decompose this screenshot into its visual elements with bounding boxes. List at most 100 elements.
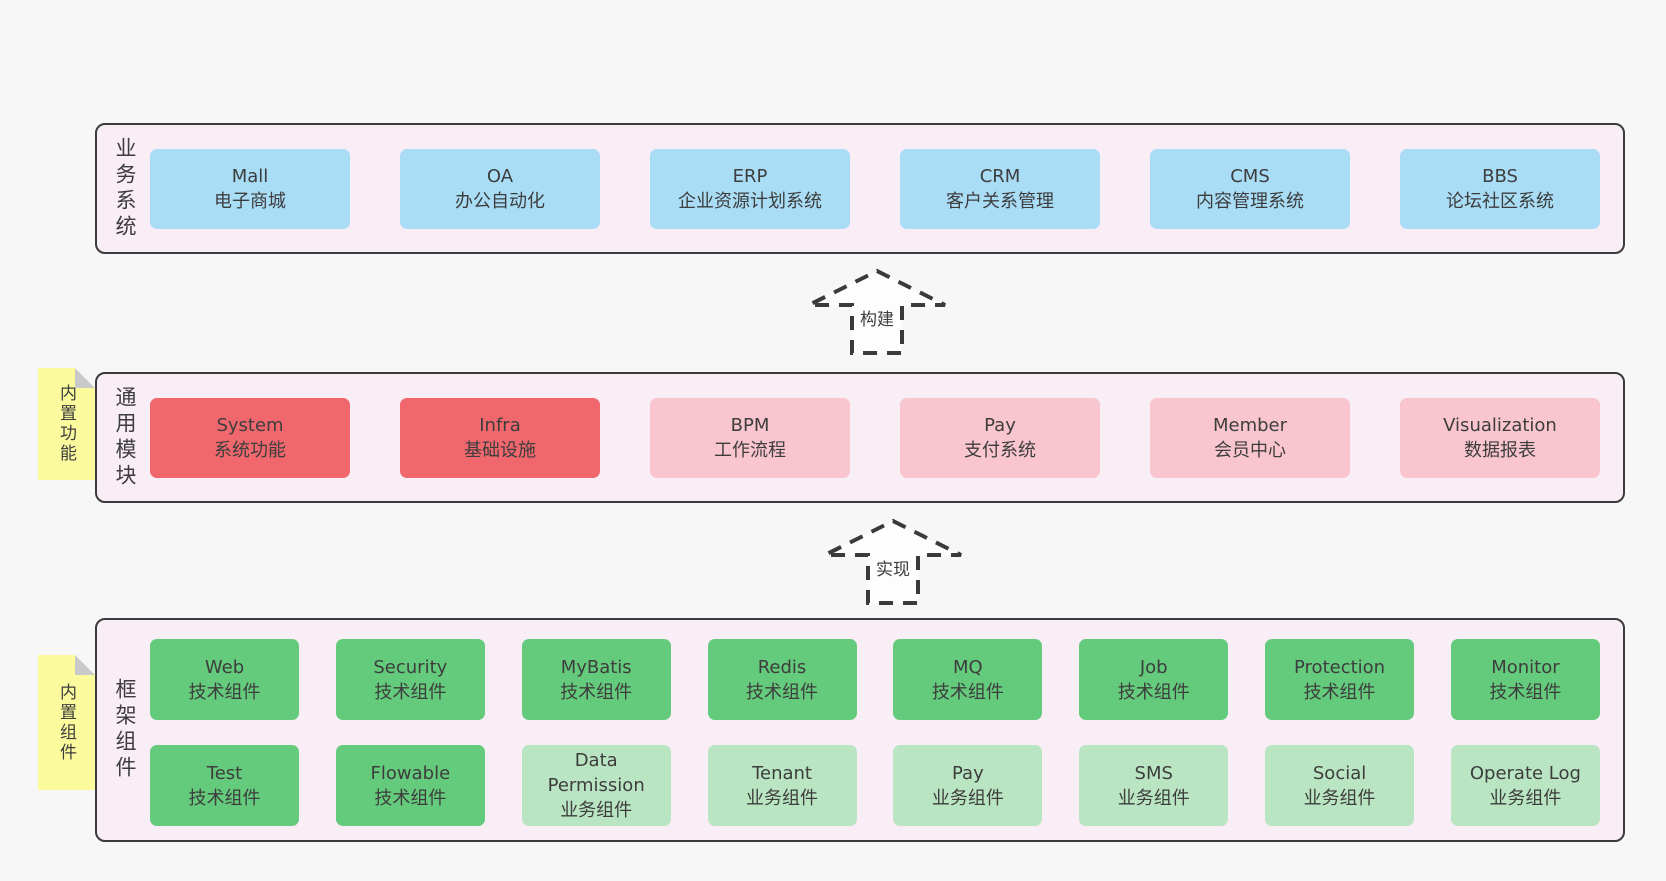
build-arrow-label: 构建 bbox=[856, 304, 898, 331]
box-title: System bbox=[216, 414, 284, 436]
component-box-protection: Protection 技术组件 bbox=[1265, 639, 1415, 720]
box-subtitle: 电子商城 bbox=[214, 190, 286, 212]
box-title: Operate Log bbox=[1469, 762, 1581, 784]
box-title: ERP bbox=[732, 165, 768, 187]
component-box-data-permission: Data Permission 业务组件 bbox=[521, 745, 671, 826]
box-subtitle: 技术组件 bbox=[374, 681, 447, 703]
business-components-row: Test 技术组件 Flowable 技术组件 Data Permission … bbox=[150, 745, 1600, 826]
module-box-infra: Infra 基础设施 bbox=[400, 397, 600, 478]
box-subtitle: 办公自动化 bbox=[455, 190, 545, 212]
box-subtitle: 技术组件 bbox=[374, 787, 447, 809]
common-modules-band: 通用模块 System 系统功能 Infra 基础设施 BPM 工作流程 Pay… bbox=[95, 372, 1625, 503]
business-systems-band-label: 业务系统 bbox=[113, 136, 137, 241]
component-box-social: Social 业务组件 bbox=[1265, 745, 1415, 826]
component-box-job: Job 技术组件 bbox=[1079, 639, 1229, 720]
component-box-pay: Pay 业务组件 bbox=[893, 745, 1043, 826]
box-subtitle: 业务组件 bbox=[560, 800, 633, 821]
box-title: OA bbox=[486, 165, 514, 187]
box-title: Flowable bbox=[370, 762, 451, 784]
box-subtitle: 业务组件 bbox=[1117, 787, 1190, 809]
box-title: Infra bbox=[479, 414, 521, 436]
box-title: Web bbox=[204, 656, 245, 678]
module-box-visualization: Visualization 数据报表 bbox=[1400, 397, 1600, 478]
system-box-erp: ERP 企业资源计划系统 bbox=[650, 148, 850, 229]
box-subtitle: 基础设施 bbox=[464, 439, 536, 461]
box-title: Protection bbox=[1294, 656, 1386, 678]
box-subtitle: 内容管理系统 bbox=[1196, 190, 1304, 212]
box-subtitle: 技术组件 bbox=[560, 681, 633, 703]
box-title: BPM bbox=[730, 414, 770, 436]
component-box-test: Test 技术组件 bbox=[150, 745, 299, 826]
box-subtitle: 业务组件 bbox=[1303, 787, 1376, 809]
box-subtitle: 技术组件 bbox=[1303, 681, 1376, 703]
box-subtitle: 论坛社区系统 bbox=[1446, 190, 1554, 212]
component-box-operate-log: Operate Log 业务组件 bbox=[1450, 745, 1600, 826]
box-subtitle: 技术组件 bbox=[1117, 681, 1190, 703]
sticky-fold-corner bbox=[75, 655, 95, 675]
implement-arrow-label: 实现 bbox=[872, 554, 914, 581]
system-box-bbs: BBS 论坛社区系统 bbox=[1400, 148, 1600, 229]
framework-components-band: 框架组件 Web 技术组件 Security 技术组件 MyBatis 技术组件… bbox=[95, 618, 1625, 842]
implement-arrow: 实现 bbox=[822, 518, 964, 606]
box-title: Visualization bbox=[1443, 414, 1557, 436]
component-box-tenant: Tenant 业务组件 bbox=[707, 745, 857, 826]
box-title: BBS bbox=[1482, 165, 1518, 187]
box-title: CRM bbox=[979, 165, 1021, 187]
system-box-cms: CMS 内容管理系统 bbox=[1150, 148, 1350, 229]
built-in-functions-sticky-note: 内置功能 bbox=[38, 368, 95, 480]
box-subtitle: 会员中心 bbox=[1214, 439, 1286, 461]
common-modules-box-row: System 系统功能 Infra 基础设施 BPM 工作流程 Pay 支付系统… bbox=[150, 397, 1600, 478]
box-title: Member bbox=[1212, 414, 1288, 436]
box-title: MQ bbox=[953, 656, 983, 678]
box-subtitle: 数据报表 bbox=[1464, 439, 1536, 461]
box-subtitle: 技术组件 bbox=[746, 681, 819, 703]
system-box-crm: CRM 客户关系管理 bbox=[900, 148, 1100, 229]
common-modules-band-label: 通用模块 bbox=[113, 385, 137, 490]
module-box-system: System 系统功能 bbox=[150, 397, 350, 478]
box-subtitle: 工作流程 bbox=[714, 439, 786, 461]
component-box-mybatis: MyBatis 技术组件 bbox=[521, 639, 671, 720]
tech-components-row: Web 技术组件 Security 技术组件 MyBatis 技术组件 Redi… bbox=[150, 639, 1600, 720]
module-box-pay: Pay 支付系统 bbox=[900, 397, 1100, 478]
component-box-mq: MQ 技术组件 bbox=[893, 639, 1043, 720]
box-title: SMS bbox=[1134, 762, 1173, 784]
box-title: Pay bbox=[984, 414, 1016, 436]
box-subtitle: 业务组件 bbox=[746, 787, 819, 809]
box-title: Tenant bbox=[752, 762, 812, 784]
component-box-sms: SMS 业务组件 bbox=[1079, 745, 1229, 826]
box-title: Monitor bbox=[1491, 656, 1560, 678]
box-title: Data Permission bbox=[547, 750, 645, 796]
business-systems-band: 业务系统 Mall 电子商城 OA 办公自动化 ERP 企业资源计划系统 CRM… bbox=[95, 123, 1625, 254]
box-title: Test bbox=[206, 762, 243, 784]
box-title: Security bbox=[373, 656, 448, 678]
component-box-web: Web 技术组件 bbox=[150, 639, 299, 720]
business-systems-box-row: Mall 电子商城 OA 办公自动化 ERP 企业资源计划系统 CRM 客户关系… bbox=[150, 148, 1600, 229]
box-subtitle: 业务组件 bbox=[931, 787, 1004, 809]
framework-components-band-label: 框架组件 bbox=[113, 678, 137, 782]
box-subtitle: 技术组件 bbox=[188, 681, 261, 703]
box-title: MyBatis bbox=[560, 656, 632, 678]
module-box-bpm: BPM 工作流程 bbox=[650, 397, 850, 478]
box-subtitle: 企业资源计划系统 bbox=[678, 190, 822, 212]
sticky-note-label: 内置功能 bbox=[56, 384, 76, 464]
component-box-security: Security 技术组件 bbox=[335, 639, 485, 720]
box-subtitle: 技术组件 bbox=[931, 681, 1004, 703]
component-box-redis: Redis 技术组件 bbox=[707, 639, 857, 720]
framework-components-rows: Web 技术组件 Security 技术组件 MyBatis 技术组件 Redi… bbox=[150, 639, 1600, 826]
sticky-fold-corner bbox=[75, 368, 95, 388]
built-in-components-sticky-note: 内置组件 bbox=[38, 655, 95, 790]
box-title: Pay bbox=[952, 762, 984, 784]
module-box-member: Member 会员中心 bbox=[1150, 397, 1350, 478]
box-subtitle: 客户关系管理 bbox=[946, 190, 1054, 212]
sticky-note-label: 内置组件 bbox=[56, 682, 76, 763]
box-title: Redis bbox=[757, 656, 807, 678]
box-title: Social bbox=[1312, 762, 1367, 784]
component-box-flowable: Flowable 技术组件 bbox=[335, 745, 485, 826]
box-title: Job bbox=[1139, 656, 1168, 678]
box-subtitle: 业务组件 bbox=[1489, 787, 1562, 809]
box-title: Mall bbox=[231, 165, 269, 187]
system-box-oa: OA 办公自动化 bbox=[400, 148, 600, 229]
box-subtitle: 技术组件 bbox=[1489, 681, 1562, 703]
box-subtitle: 系统功能 bbox=[214, 439, 286, 461]
box-subtitle: 技术组件 bbox=[188, 787, 261, 809]
